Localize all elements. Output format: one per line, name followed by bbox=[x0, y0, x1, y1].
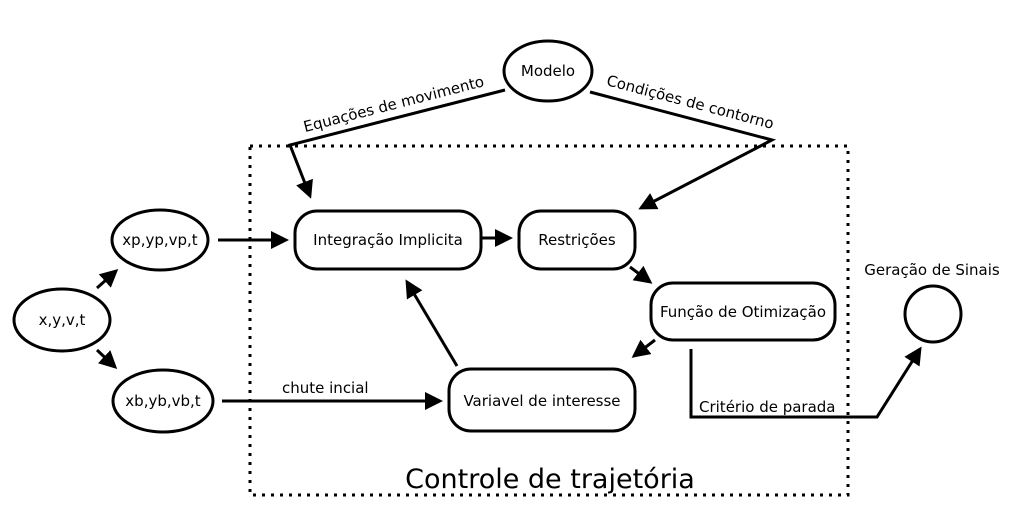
edge-xyvt-to-xp bbox=[95, 268, 119, 290]
node-integracao bbox=[293, 209, 483, 271]
node-geracao-label: Geração de Sinais bbox=[864, 261, 1000, 279]
node-xp bbox=[110, 208, 210, 272]
edge-label-criterio: Critério de parada bbox=[699, 398, 836, 416]
node-integracao-label: Integração Implicita bbox=[313, 231, 463, 249]
node-xb bbox=[111, 368, 215, 434]
node-geracao bbox=[903, 284, 963, 344]
node-modelo-label: Modelo bbox=[521, 62, 575, 80]
edge-label-equacoes: Equações de movimento bbox=[302, 72, 486, 136]
edge-restricoes-to-funcao bbox=[629, 265, 653, 284]
node-funcao-label: Função de Otimização bbox=[660, 303, 826, 321]
control-region-border bbox=[248, 144, 850, 497]
node-variavel-label: Variavel de interesse bbox=[463, 392, 620, 410]
edge-funcao-to-variavel bbox=[631, 338, 656, 358]
node-xyvt-label: x,y,v,t bbox=[39, 311, 86, 329]
edge-funcao-to-geracao bbox=[689, 346, 922, 419]
control-region-title: Controle de trajetória bbox=[405, 464, 695, 495]
node-xb-label: xb,yb,vb,t bbox=[125, 392, 200, 410]
node-funcao bbox=[649, 281, 837, 342]
node-modelo bbox=[502, 39, 594, 103]
node-xyvt bbox=[12, 287, 112, 353]
node-xp-label: xp,yp,vp,t bbox=[122, 231, 197, 249]
node-restricoes bbox=[517, 209, 637, 271]
edge-modelo-to-restricoes bbox=[589, 90, 777, 210]
node-variavel bbox=[447, 367, 637, 433]
edge-modelo-to-integracao bbox=[287, 88, 506, 199]
node-restricoes-label: Restrições bbox=[538, 231, 616, 249]
edge-variavel-to-integracao bbox=[405, 279, 459, 367]
edge-xyvt-to-xb bbox=[95, 348, 118, 370]
edge-label-chute: chute incial bbox=[282, 379, 369, 397]
